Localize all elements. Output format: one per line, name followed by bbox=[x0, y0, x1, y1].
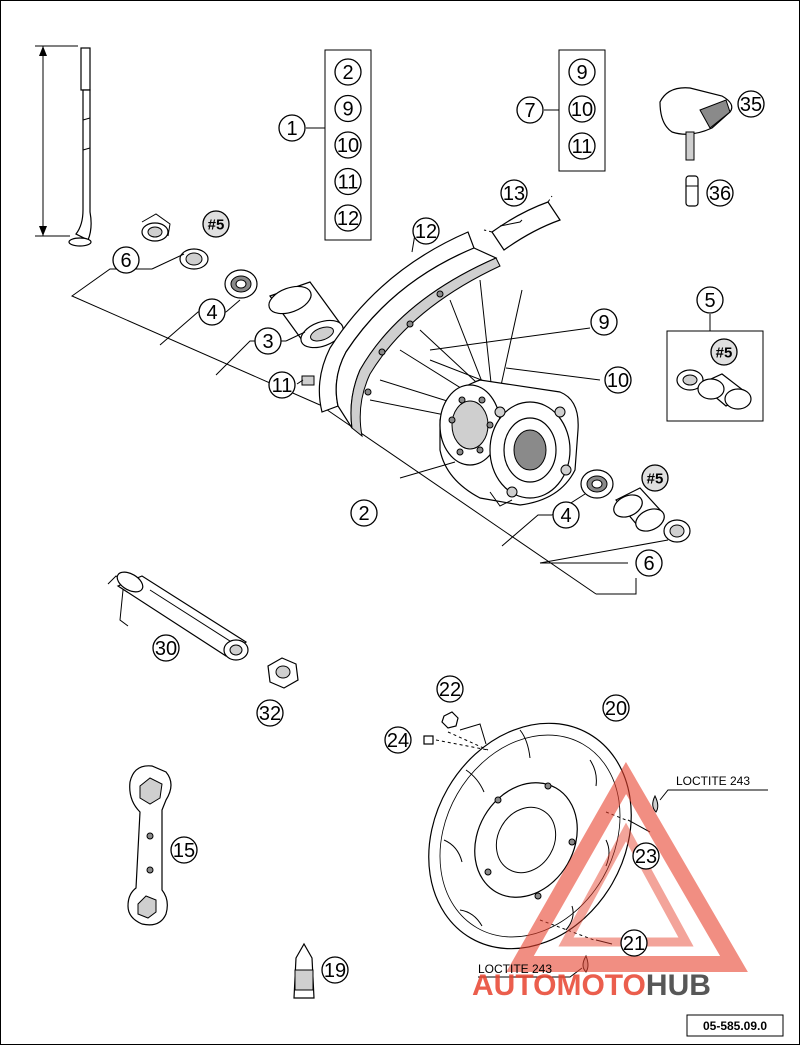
callout-c5-circle bbox=[696, 286, 724, 314]
watermark-text: AUTOMOTOHUB bbox=[472, 969, 711, 1002]
callout-labels: 1234456679101112131519202122232430323536… bbox=[112, 58, 765, 984]
callout-c5a: #5 bbox=[208, 217, 225, 234]
group1-item-3: 11 bbox=[338, 172, 359, 194]
hub-drawing bbox=[439, 379, 579, 507]
callout-c9-circle bbox=[590, 308, 618, 336]
callout-c3-circle bbox=[254, 327, 282, 355]
group7-item-0-circle bbox=[568, 58, 596, 86]
callout-c22: 22 bbox=[439, 679, 461, 701]
callout-c2-circle bbox=[350, 499, 378, 527]
callout-c11: 11 bbox=[272, 375, 293, 397]
callout-c2: 2 bbox=[358, 503, 369, 525]
group1-item-1: 9 bbox=[342, 99, 353, 121]
callout-c5b-circle bbox=[641, 464, 669, 492]
diagram-code-box bbox=[686, 1014, 784, 1037]
callout-c6a: 6 bbox=[120, 250, 131, 272]
brake-disc-drawing bbox=[428, 722, 632, 950]
right-bearing-parts bbox=[580, 469, 691, 543]
spoke-drawing bbox=[35, 45, 92, 247]
callout-c21: 21 bbox=[623, 933, 645, 955]
callout-c11-circle bbox=[268, 371, 296, 399]
callout-c7-circle bbox=[516, 96, 544, 124]
callout-c6b-circle bbox=[635, 549, 663, 577]
callout-c4b: 4 bbox=[560, 505, 571, 527]
callout-c13: 13 bbox=[503, 183, 525, 205]
group1-item-1-circle bbox=[334, 94, 362, 123]
callout-c12-circle bbox=[412, 217, 440, 245]
callout-c4a-circle bbox=[198, 298, 226, 326]
group7-item-1-circle bbox=[568, 95, 596, 123]
tire-band-drawing bbox=[483, 195, 561, 251]
callout-c5: 5 bbox=[704, 290, 715, 312]
valve-cap-drawing bbox=[659, 87, 733, 207]
callout-c5a-circle bbox=[202, 210, 230, 238]
callout-c5b: #5 bbox=[647, 471, 664, 488]
group7-item-0: 9 bbox=[576, 62, 587, 84]
callout-c4a: 4 bbox=[206, 302, 217, 324]
callout-c1: 1 bbox=[286, 118, 297, 140]
callout-c23: 23 bbox=[635, 846, 657, 868]
callout-c20-circle bbox=[602, 694, 630, 722]
axle-drawing bbox=[107, 571, 249, 661]
callout-c15-circle bbox=[170, 836, 198, 864]
group1-item-0-circle bbox=[334, 58, 362, 86]
callout-c10-circle bbox=[604, 366, 632, 394]
disc-bolt-parts bbox=[423, 711, 659, 973]
loctite-note-bottom: LOCTITE 243 bbox=[478, 962, 552, 976]
watermark-part1: AUTO bbox=[472, 969, 556, 1002]
callout-c19-circle bbox=[321, 956, 349, 984]
diagram-code: 05-585.09.0 bbox=[703, 1019, 767, 1033]
callout-c22-circle bbox=[436, 675, 464, 703]
callout-c23-circle bbox=[632, 842, 660, 870]
group1-item-3-circle bbox=[334, 167, 362, 196]
callout-c30-circle bbox=[152, 634, 180, 662]
callout-c24: 24 bbox=[387, 730, 409, 752]
callout-c20: 20 bbox=[605, 698, 627, 720]
callout-c5c-circle bbox=[710, 338, 738, 366]
wrench-drawing bbox=[127, 765, 172, 926]
callout-c35: 35 bbox=[740, 94, 762, 116]
rim-drawing bbox=[318, 231, 501, 438]
callout-c32: 32 bbox=[259, 703, 281, 725]
callout-c12: 12 bbox=[415, 221, 437, 243]
callout-c30: 30 bbox=[155, 638, 177, 660]
callout-c32-circle bbox=[256, 699, 284, 727]
callout-c1-circle bbox=[278, 114, 306, 142]
group1-item-4-circle bbox=[334, 204, 362, 232]
loctite-note-top: LOCTITE 243 bbox=[676, 774, 750, 788]
callout-c9: 9 bbox=[598, 312, 609, 334]
group1-item-4: 12 bbox=[337, 208, 359, 230]
callout-c21-circle bbox=[620, 929, 648, 957]
group7-item-2: 11 bbox=[572, 136, 593, 158]
callout-c15: 15 bbox=[173, 840, 195, 862]
callout-group-5 bbox=[666, 314, 764, 422]
callout-c6a-circle bbox=[112, 246, 140, 274]
group1-item-0: 2 bbox=[342, 62, 353, 84]
callout-c19: 19 bbox=[324, 960, 346, 982]
group7-item-2-circle bbox=[568, 132, 596, 160]
callout-c3: 3 bbox=[262, 331, 273, 353]
callout-c35-circle bbox=[737, 90, 765, 118]
callout-c10: 10 bbox=[607, 370, 629, 392]
callout-c5c: #5 bbox=[716, 345, 733, 362]
watermark-part3: HUB bbox=[646, 969, 711, 1002]
group1-item-2-circle bbox=[334, 131, 362, 159]
callout-c36-circle bbox=[706, 179, 734, 207]
callout-c36: 36 bbox=[709, 183, 731, 205]
loctite-bottle-drawing bbox=[293, 942, 315, 999]
axle-nut-drawing bbox=[267, 657, 299, 689]
callout-c4b-circle bbox=[552, 501, 580, 529]
callout-c6b: 6 bbox=[643, 553, 654, 575]
leader-lines-right bbox=[399, 219, 669, 595]
group1-item-2: 10 bbox=[337, 135, 359, 157]
callout-c7: 7 bbox=[524, 100, 535, 122]
group7-item-1: 10 bbox=[571, 99, 593, 121]
callout-c24-circle bbox=[384, 726, 412, 754]
left-bearing-parts bbox=[141, 213, 344, 386]
watermark-part2: MOTO bbox=[556, 969, 645, 1002]
callout-c13-circle bbox=[500, 179, 528, 207]
